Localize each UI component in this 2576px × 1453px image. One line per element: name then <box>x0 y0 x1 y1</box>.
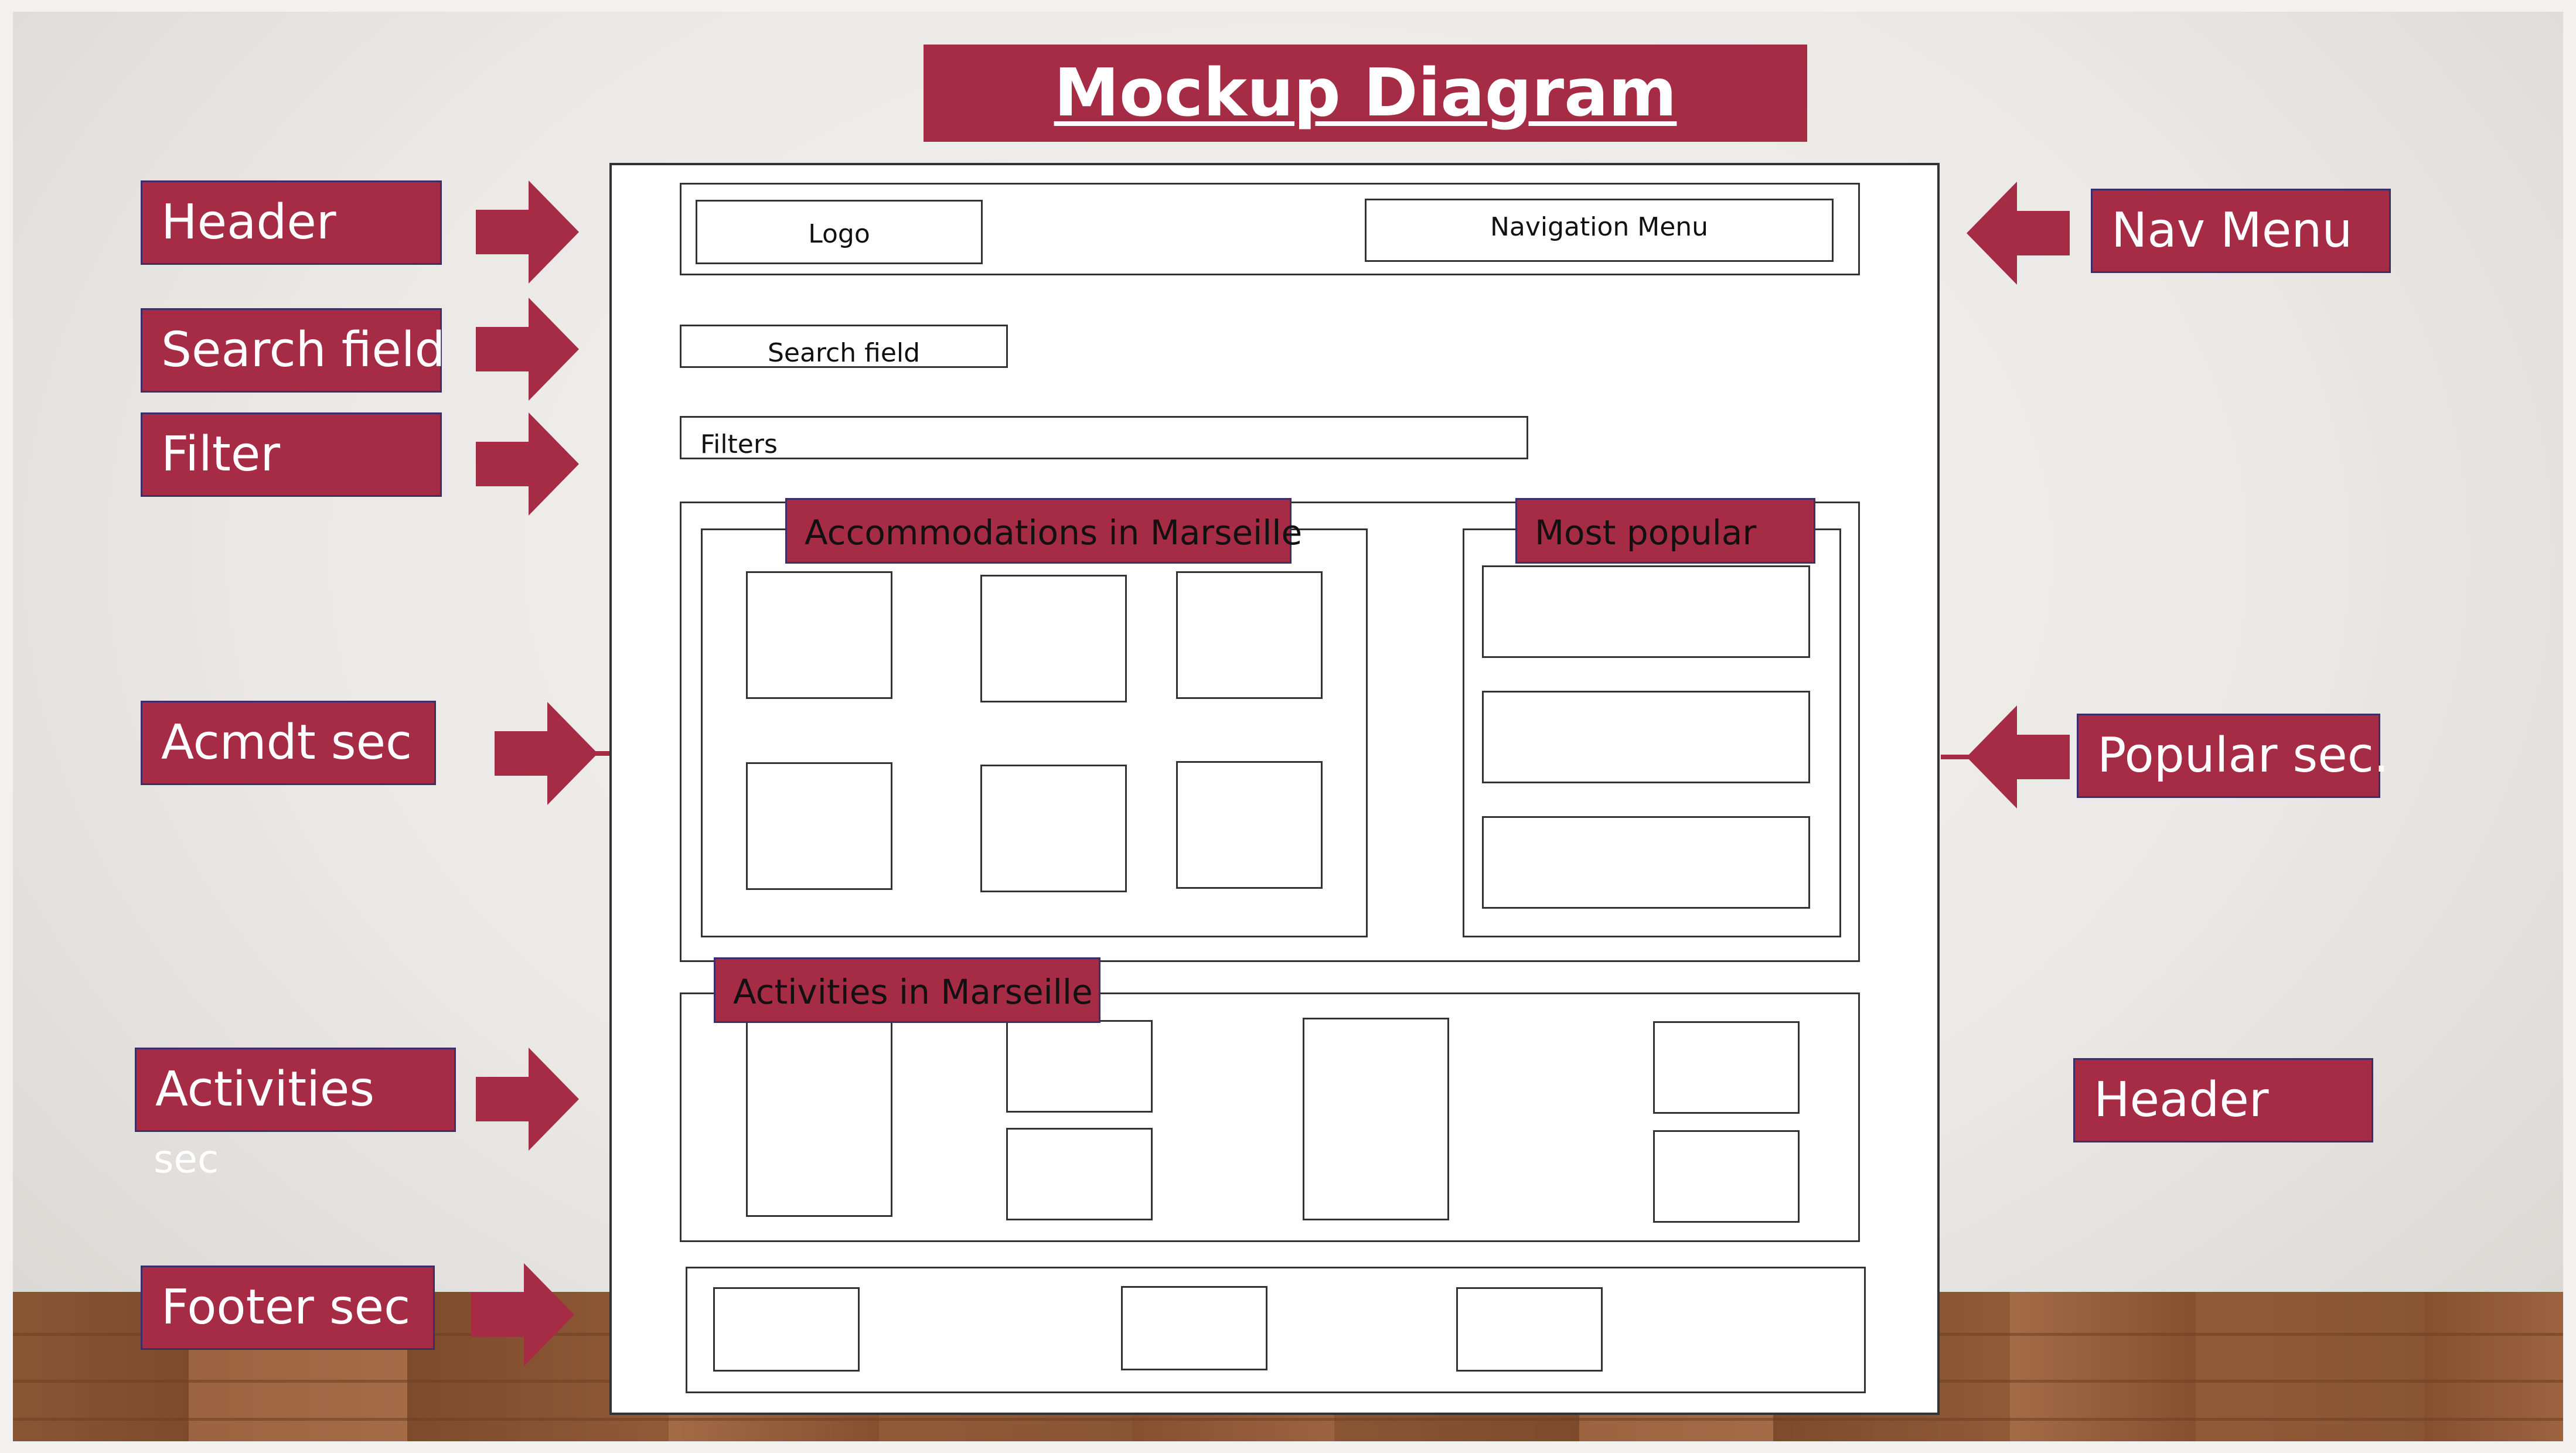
mockup-logo-box: Logo <box>696 200 983 264</box>
nav-menu-label: Nav Menu <box>2091 189 2391 273</box>
mockup-activities-panel <box>680 992 1860 1242</box>
mockup-nav-menu-box: Navigation Menu <box>1365 199 1834 262</box>
popular-card <box>1482 565 1810 658</box>
activity-card <box>1006 1020 1153 1113</box>
popular-sec-label: Popular sec. <box>2077 714 2389 798</box>
arrow-right-icon <box>495 702 612 805</box>
diagram-title: Mockup Diagram <box>924 45 1807 142</box>
activity-card <box>1006 1128 1153 1220</box>
header-label: Header <box>141 180 442 265</box>
mockup-most-popular-panel <box>1463 528 1841 937</box>
arrow-right-icon <box>471 1263 574 1366</box>
mockup-filters-text: Filters <box>700 429 778 459</box>
arrow-left-icon <box>1941 705 2070 809</box>
arrow-right-icon <box>476 298 579 401</box>
footer-block <box>1121 1286 1267 1370</box>
accommodation-card <box>746 762 892 890</box>
mockup-logo-text: Logo <box>808 219 870 249</box>
mockup-footer <box>686 1267 1866 1393</box>
acmdt-sec-label: Acmdt sec <box>141 701 436 785</box>
arrow-right-icon <box>476 1048 579 1151</box>
mockup-accommodations-panel <box>701 528 1368 937</box>
slide: Mockup Diagram Header Search field Filte… <box>13 12 2563 1441</box>
mockup-search-field: Search field <box>680 325 1008 368</box>
popular-card <box>1482 691 1810 783</box>
accommodation-card <box>980 765 1127 892</box>
arrow-left-icon <box>1967 182 2070 285</box>
activities-sec-label: Activities <box>135 1048 456 1132</box>
accommodation-card <box>1176 761 1323 889</box>
mockup-page: Logo Navigation Menu Search field Filter… <box>609 163 1940 1415</box>
floor-seam <box>13 1418 2563 1421</box>
mockup-search-text: Search field <box>767 338 921 368</box>
activity-card-tall <box>746 1018 892 1217</box>
activities-sec-label-line2: sec <box>154 1137 219 1182</box>
header-label-right: Header <box>2073 1058 2373 1142</box>
wood-plank <box>2010 1292 2199 1441</box>
mockup-nav-menu-text: Navigation Menu <box>1490 212 1709 242</box>
filter-label: Filter <box>141 412 442 497</box>
mockup-filters-field: Filters <box>680 416 1528 459</box>
accommodation-card <box>1176 571 1323 699</box>
footer-sec-label: Footer sec <box>141 1266 435 1350</box>
footer-block <box>713 1287 860 1372</box>
footer-block <box>1456 1287 1603 1372</box>
accommodations-section-tag: Accommodations in Marseille <box>785 498 1302 564</box>
activity-card <box>1653 1130 1800 1223</box>
activities-section-tag: Activities in Marseille <box>714 957 1100 1023</box>
accommodation-card <box>746 571 892 699</box>
arrow-right-icon <box>476 412 579 516</box>
most-popular-section-tag: Most popular <box>1515 498 1815 564</box>
activity-card-tall <box>1303 1018 1449 1220</box>
wood-plank <box>2196 1292 2428 1441</box>
arrow-right-icon <box>476 180 579 284</box>
accommodation-card <box>980 575 1127 702</box>
search-field-label: Search field <box>141 308 445 393</box>
popular-card <box>1482 816 1810 909</box>
activity-card <box>1653 1021 1800 1114</box>
wood-plank <box>2424 1292 2563 1441</box>
mockup-header-box: Logo Navigation Menu <box>680 183 1860 275</box>
